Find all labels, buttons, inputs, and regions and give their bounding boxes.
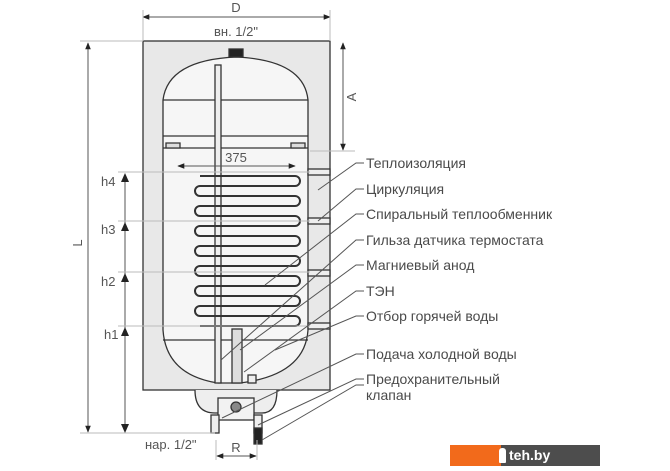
logo-orange-block (450, 445, 501, 466)
label-safety-valve-1: Предохранительный (366, 371, 500, 387)
dim-h1: h1 (104, 327, 118, 342)
safety-valve (253, 427, 263, 445)
dim-D: D (231, 0, 240, 15)
spiral-heat-exchanger (194, 175, 301, 327)
label-thermostat-sleeve: Гильза датчика термостата (366, 232, 544, 248)
dim-bottom-thread: нар. 1/2" (145, 437, 197, 452)
label-circulation: Циркуляция (366, 181, 444, 197)
leader-lines (220, 162, 364, 441)
dim-A: A (344, 92, 359, 101)
dim-coil-width: 375 (225, 150, 247, 165)
dim-h3: h3 (101, 222, 115, 237)
logo-text: teh.by (499, 445, 600, 466)
label-magnesium-anode: Магниевый анод (366, 257, 474, 273)
label-cold-water-inlet: Подача холодной воды (366, 346, 517, 362)
dim-R: R (231, 440, 240, 455)
label-safety-valve-2: клапан (366, 387, 411, 403)
dim-L: L (70, 239, 85, 246)
heating-element (231, 328, 243, 384)
label-heating-element: ТЭН (366, 283, 395, 299)
thermostat-sleeve (214, 64, 222, 384)
label-hot-water-outlet: Отбор горячей воды (366, 308, 498, 324)
watermark-logo: teh.by (450, 445, 600, 466)
dim-h4: h4 (101, 174, 115, 189)
dim-h2: h2 (101, 274, 115, 289)
tank (162, 56, 309, 384)
dim-top-thread: вн. 1/2" (214, 24, 258, 39)
label-spiral-exchanger: Спиральный теплообменник (366, 206, 553, 222)
label-insulation: Теплоизоляция (366, 155, 466, 171)
